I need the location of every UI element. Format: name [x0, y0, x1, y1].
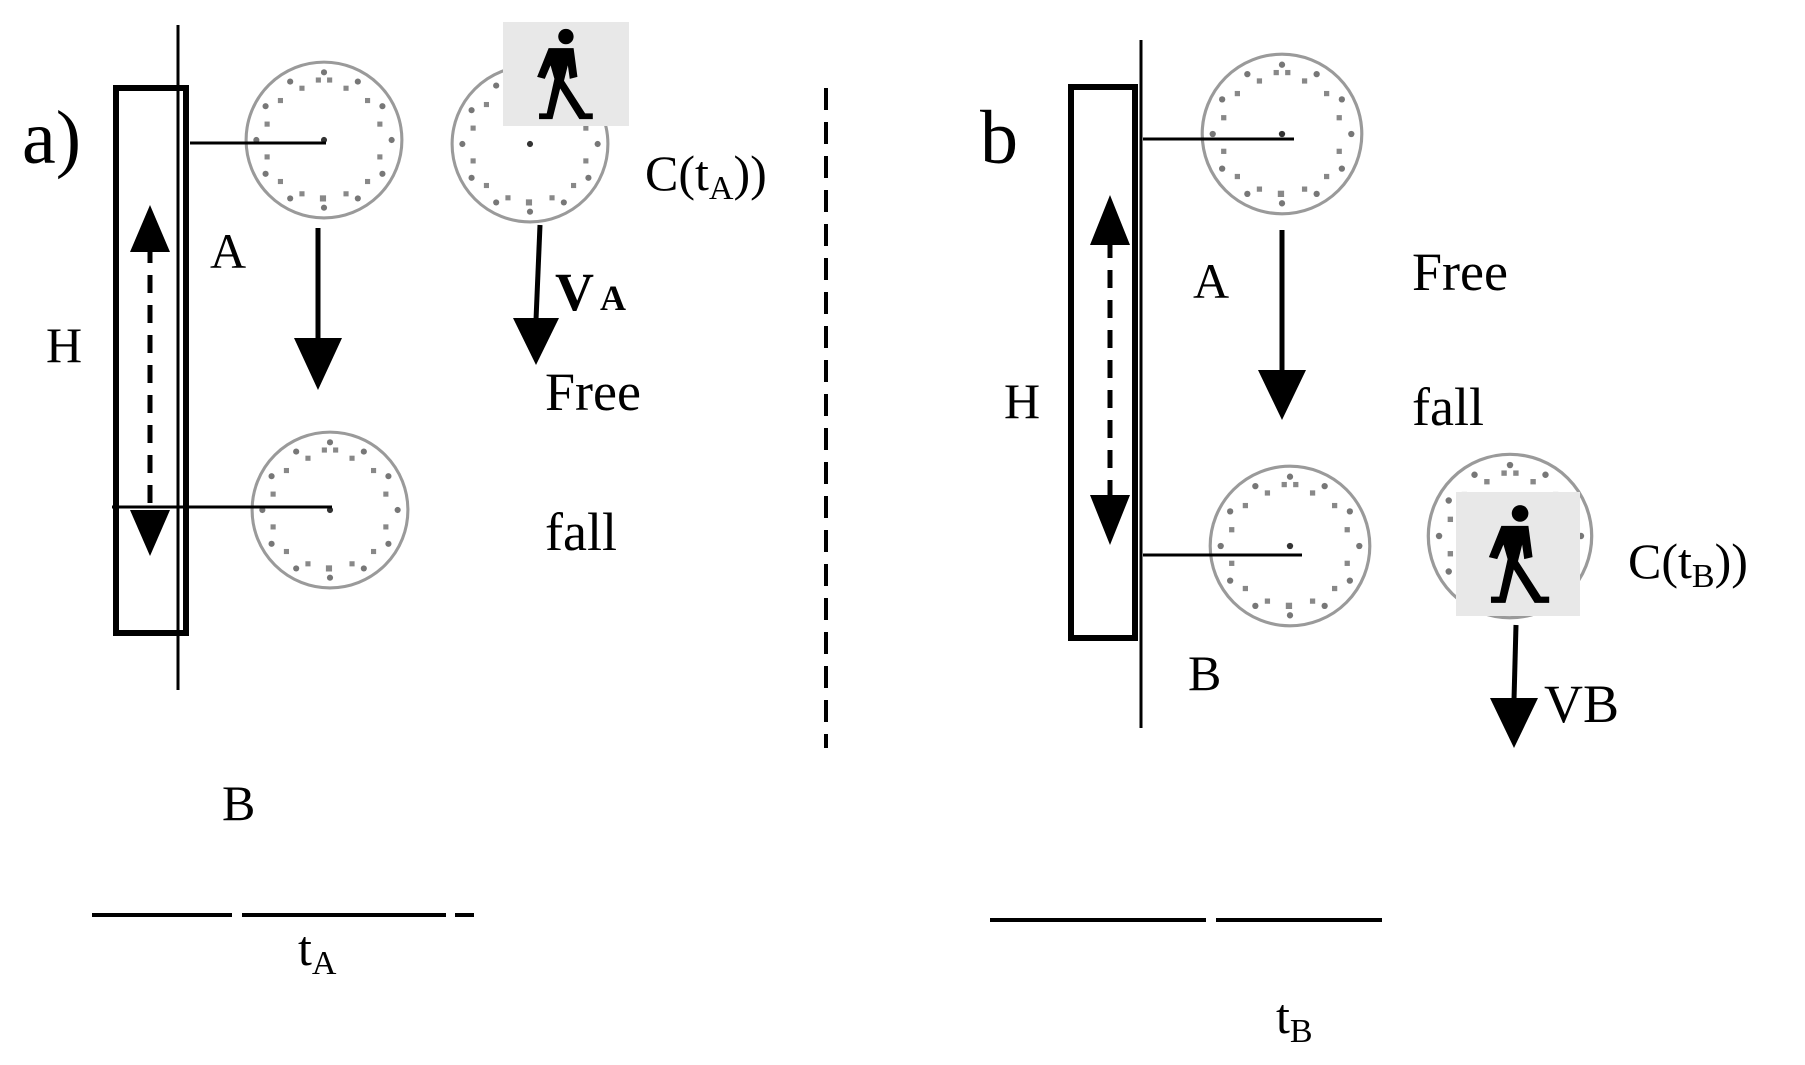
panel-b-point-a: A: [1193, 253, 1229, 309]
panel-b-time-label: tB: [1276, 988, 1313, 1050]
panel-b: b H A B Free fall C(tB)) VB tB: [980, 40, 1748, 1050]
panel-b-velocity-label: VB: [1544, 674, 1619, 734]
panel-a-velocity-shaft: [533, 224, 543, 321]
panel-a-free: Free: [545, 362, 641, 422]
panel-b-clock-label: C(tB)): [1628, 533, 1748, 595]
panel-b-fall: fall: [1412, 377, 1484, 437]
panel-a-velocity-arrow-icon: [513, 318, 559, 365]
panel-a-tower: [113, 85, 189, 636]
panel-a-fall: fall: [545, 502, 617, 562]
panel-a-clock-label: C(tA)): [645, 145, 767, 207]
panel-b-height-label: H: [1004, 373, 1040, 429]
panel-a-point-a: A: [210, 223, 246, 279]
panel-a-time-label: tA: [298, 920, 337, 982]
panel-b-velocity-arrow-icon: [1490, 698, 1538, 748]
panel-b-fall-arrow-icon: [1258, 370, 1306, 420]
panel-b-height-arrow-up-icon: [1090, 195, 1130, 245]
panel-b-clock-top-icon: [1200, 52, 1364, 216]
panel-b-free: Free: [1412, 242, 1508, 302]
panel-a-point-b: B: [222, 775, 255, 831]
panel-b-height-arrow-down-icon: [1090, 495, 1130, 545]
panel-b-clock-bottom-icon: [1208, 464, 1372, 628]
panel-a-clock-bottom-icon: [250, 430, 410, 590]
panel-b-label: b: [980, 96, 1018, 180]
panel-a-clock-top-icon: [244, 60, 404, 220]
panel-b-tower: [1068, 84, 1138, 641]
panel-a-height-arrow-down-icon: [130, 510, 170, 556]
panel-a-height-label: H: [46, 317, 82, 373]
panel-a-label: a): [22, 96, 81, 180]
panel-a-fall-arrow-icon: [294, 338, 342, 390]
panel-b-point-b: B: [1188, 645, 1221, 701]
panel-b-velocity-shaft: [1511, 624, 1519, 701]
panel-a-height-arrow-up-icon: [130, 205, 170, 252]
